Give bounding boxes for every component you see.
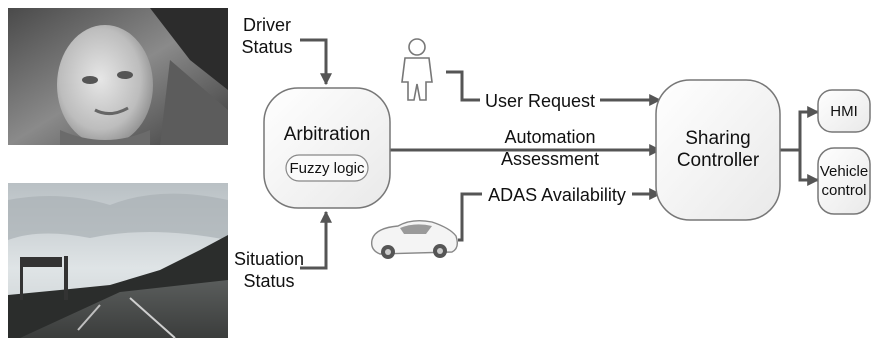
driver-face	[57, 25, 153, 145]
sharing-controller-label: Sharing Controller	[676, 128, 760, 171]
hmi-node	[817, 89, 871, 133]
driver-status-label: Driver Status	[241, 15, 293, 57]
arrow-situation-status	[300, 210, 332, 270]
adas-availability-label: ADAS Availability	[482, 184, 632, 206]
arbitration-node	[263, 87, 391, 209]
automation-assessment-label: Automation Assessment	[500, 127, 600, 169]
hmi-label: HMI	[830, 103, 858, 120]
fuzzy-logic-node	[285, 154, 369, 182]
road-photo	[8, 183, 228, 339]
sharing-controller-node	[655, 79, 781, 221]
fuzzy-logic-label: Fuzzy logic	[289, 160, 365, 177]
vehicle-control-node	[817, 147, 871, 215]
sports-car-icon	[370, 219, 459, 259]
situation-status-label: Situation Status	[233, 249, 305, 291]
person-outline-icon	[401, 38, 433, 101]
driver-photo	[8, 8, 228, 145]
arrow-driver-status	[300, 38, 332, 86]
arbitration-title: Arbitration	[283, 124, 371, 145]
arrow-to-outputs	[780, 110, 816, 182]
vehicle-control-label: Vehicle control	[819, 163, 869, 199]
user-request-label: User Request	[480, 90, 600, 112]
